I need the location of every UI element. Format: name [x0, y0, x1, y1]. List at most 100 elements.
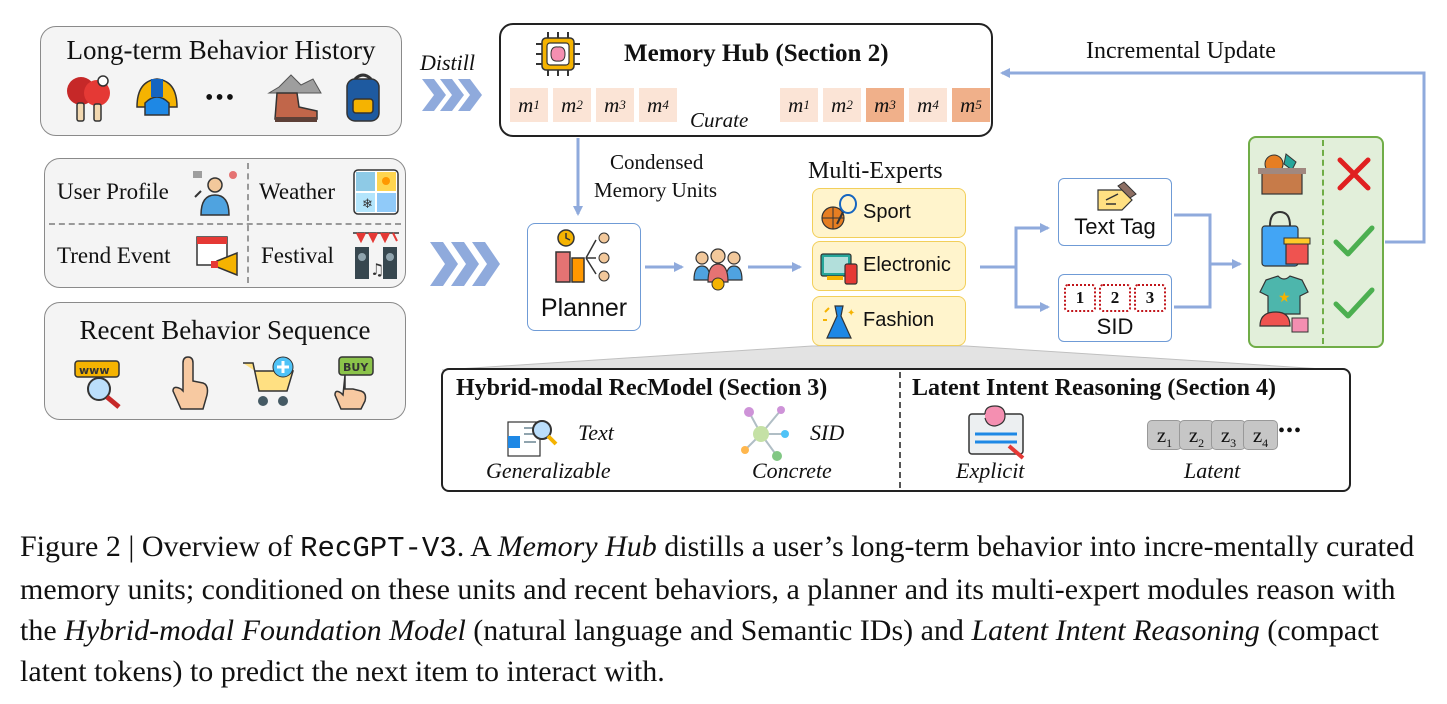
caption-part-3: (natural language and Semantic IDs) and [465, 614, 972, 647]
generalizable-label: Generalizable [486, 458, 611, 483]
multi-experts-title: Multi-Experts [808, 158, 943, 184]
text-tag-icon [1097, 181, 1137, 211]
expert-team-icon [693, 248, 743, 291]
planner-icon [555, 229, 610, 283]
long-term-history-title: Long-term Behavior History [66, 35, 376, 65]
latent-token-3: z3 [1211, 420, 1246, 450]
caption-figure: Figure 2 | Overview of [20, 530, 301, 563]
check-icon-1 [1333, 225, 1375, 257]
caption-part-1: . A [456, 530, 498, 563]
weather-icon: ❄ [353, 169, 399, 215]
latent-title: Latent Intent Reasoning (Section 4) [912, 375, 1276, 401]
latent-token-4: z4 [1243, 420, 1278, 450]
trend-event-label: Trend Event [57, 243, 171, 268]
svg-text:BUY: BUY [343, 361, 369, 374]
festival-label: Festival [261, 243, 334, 268]
expert-fashion-label: Fashion [863, 309, 935, 331]
latent-token-1: z1 [1147, 420, 1182, 450]
svg-text:♫: ♫ [370, 260, 384, 279]
svg-text:★: ★ [1278, 290, 1291, 306]
curate-label: Curate [690, 108, 749, 132]
history-ellipsis: ••• [205, 85, 237, 111]
recent-behavior-title: Recent Behavior Sequence [79, 315, 371, 345]
web-search-icon: www [74, 360, 121, 409]
buy-icon: BUY [334, 356, 374, 410]
results-join [1174, 213, 1242, 309]
svg-text:✦: ✦ [847, 308, 855, 319]
fashion-icon: ✦ [823, 305, 855, 339]
text-tag-label: Text Tag [1074, 214, 1156, 239]
check-icon-2 [1333, 287, 1375, 319]
expert-electronic: Electronic [812, 241, 966, 291]
gift-box-icon [1258, 153, 1306, 195]
context-panel: User Profile Weather ❄ Trend Event Festi… [44, 158, 406, 288]
reasoning-divider [899, 372, 901, 488]
semantic-id-graph-icon [741, 406, 789, 461]
shopping-bag-icon [1261, 210, 1311, 267]
context-chevrons [430, 242, 500, 286]
explicit-reasoning-icon [968, 405, 1025, 460]
trend-event-icon [196, 236, 238, 277]
expert-electronic-label: Electronic [863, 254, 951, 276]
electronic-icon [820, 253, 858, 285]
sid-code-2: 2 [1099, 284, 1131, 312]
user-profile-label: User Profile [57, 179, 169, 204]
festival-icon: ♫ [353, 232, 399, 279]
planner-label: Planner [540, 294, 628, 322]
planner-box [527, 223, 641, 331]
tshirt-cap-icon: ★ [1259, 275, 1309, 333]
latent-label: Latent [1184, 458, 1241, 483]
context-divider-h [49, 223, 401, 225]
figure-caption: Figure 2 | Overview of RecGPT-V3. A Memo… [20, 526, 1430, 692]
add-to-cart-icon [243, 356, 295, 406]
sport-icon [821, 194, 857, 230]
caption-part-4: (compact latent tokens) to predict the n… [20, 614, 1379, 688]
hybrid-sid-label: SID [810, 420, 845, 445]
latent-ellipsis: ••• [1278, 420, 1303, 442]
experts-fork [980, 223, 1050, 312]
backpack-icon [346, 73, 380, 122]
sid-code-3: 3 [1134, 284, 1166, 312]
incremental-update-arrow [1000, 68, 1426, 244]
caption-model-name: RecGPT-V3 [300, 532, 457, 565]
latent-token-2: z2 [1179, 420, 1214, 450]
hybrid-title: Hybrid-modal RecModel (Section 3) [456, 375, 828, 401]
distill-chevrons [422, 79, 482, 111]
helmet-icon [136, 78, 178, 116]
condensed-label-line1: Condensed [610, 150, 704, 174]
caption-part-2: distills a user’s long-term behavior int… [20, 530, 1415, 647]
text-tag-box [1058, 178, 1172, 246]
hybrid-text-label: Text [578, 420, 614, 445]
distill-label: Distill [420, 50, 476, 75]
expert-fashion: ✦ Fashion [812, 296, 966, 346]
caption-memory-hub: Memory Hub [497, 530, 657, 563]
explicit-label: Explicit [956, 458, 1025, 483]
caption-hybrid: Hybrid-modal Foundation Model [64, 614, 466, 647]
brain-chip-icon [536, 32, 580, 76]
document-search-icon [507, 420, 558, 457]
long-term-history-panel: Long-term Behavior History ••• [40, 26, 402, 136]
caption-latent: Latent Intent Reasoning [971, 614, 1260, 647]
weather-label: Weather [259, 179, 336, 204]
incremental-update-label: Incremental Update [1086, 38, 1276, 64]
expert-sport-label: Sport [863, 201, 911, 223]
svg-text:❄: ❄ [362, 197, 373, 212]
ping-pong-icon [67, 75, 110, 122]
sid-label: SID [1096, 314, 1134, 339]
recent-behavior-panel: Recent Behavior Sequence www BUY [44, 302, 406, 420]
expert-sport: Sport [812, 188, 966, 238]
hiking-boot-icon [267, 74, 322, 122]
sid-code-1: 1 [1064, 284, 1096, 312]
memory-hub-title: Memory Hub (Section 2) [624, 40, 889, 67]
concrete-label: Concrete [752, 458, 832, 483]
user-profile-icon [193, 171, 237, 216]
